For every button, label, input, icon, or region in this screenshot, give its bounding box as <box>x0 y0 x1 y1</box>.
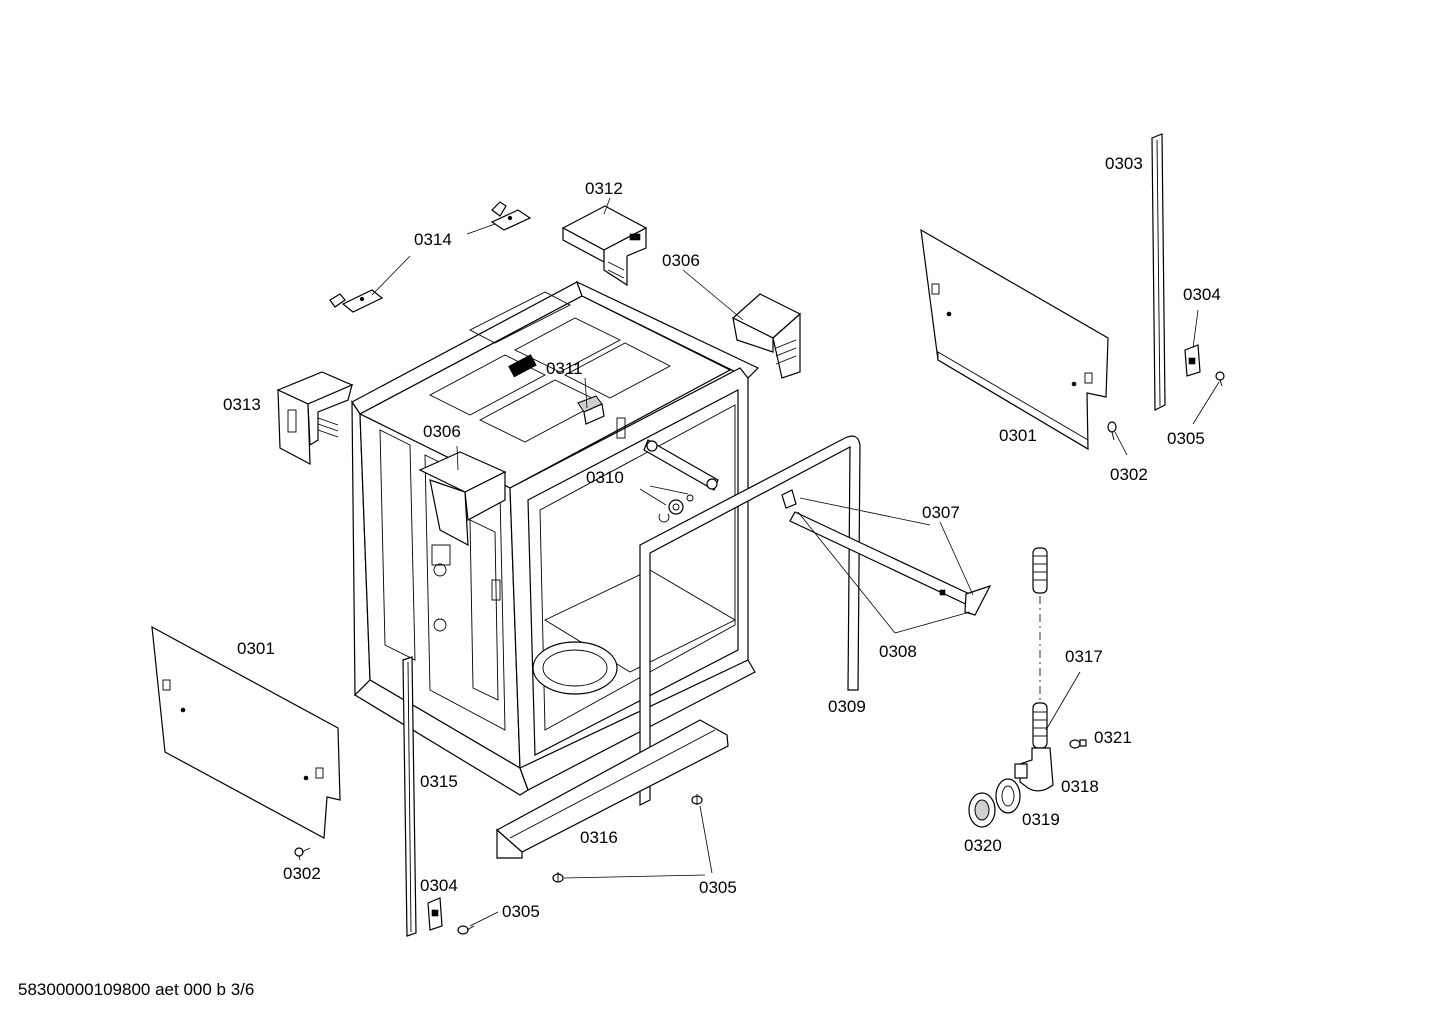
callout-0316: 0316 <box>580 828 618 847</box>
part-0305-screw-right <box>1215 371 1225 387</box>
part-0313-bracket <box>276 371 354 466</box>
callout-0308: 0308 <box>879 642 917 661</box>
part-0320-cap <box>968 792 996 828</box>
callout-0305-bottom: 0305 <box>699 878 737 897</box>
callout-0306-left: 0306 <box>423 422 461 441</box>
part-0304-clip-left <box>427 897 443 931</box>
part-0303-strip <box>1151 133 1166 411</box>
callout-0303: 0303 <box>1105 154 1143 173</box>
callout-0301-right: 0301 <box>999 426 1037 445</box>
leader-lines <box>298 197 1220 927</box>
callout-0311: 0311 <box>546 359 583 378</box>
part-0301-panel-right <box>920 228 1109 451</box>
callout-0318: 0318 <box>1061 777 1099 796</box>
callout-0310: 0310 <box>586 468 624 487</box>
part-0316-base-rail <box>495 719 729 859</box>
callout-0301-left: 0301 <box>237 639 275 658</box>
part-0311-clip <box>577 395 605 425</box>
part-0304-clip-right <box>1184 344 1201 377</box>
callout-0319: 0319 <box>1022 810 1060 829</box>
part-0306-bracket-left <box>418 451 507 566</box>
part-0315-strip <box>402 656 417 937</box>
part-0312-bracket <box>561 205 648 287</box>
part-0317-hose <box>1032 547 1048 749</box>
callout-0317: 0317 <box>1065 647 1103 666</box>
part-0321-screw <box>1069 739 1087 749</box>
part-0314-bracket-lower <box>329 289 384 313</box>
callout-0309: 0309 <box>828 697 866 716</box>
part-0301-panel-left <box>151 625 341 839</box>
callout-0304-right: 0304 <box>1183 285 1221 304</box>
drawing-id-footer: 58300000109800 aet 000 b 3/6 <box>18 980 255 999</box>
part-0318-elbow <box>1014 747 1054 792</box>
part-0302-screw-left <box>294 847 311 857</box>
part-0307-bar <box>781 489 992 616</box>
part-0314-bracket-upper <box>490 201 532 231</box>
callout-0312: 0312 <box>585 179 623 198</box>
part-0310-brace <box>643 439 719 523</box>
callout-0302-right: 0302 <box>1110 465 1148 484</box>
callout-0320: 0320 <box>964 836 1002 855</box>
part-0309-door-seal <box>639 435 861 806</box>
callout-0305-bottom-left: 0305 <box>502 902 540 921</box>
callout-labels: 0312 0314 0306 0311 0313 0306 0310 0307 … <box>223 154 1221 921</box>
callout-0321: 0321 <box>1094 728 1132 747</box>
part-0319-ring <box>995 778 1021 814</box>
callout-0313: 0313 <box>223 395 261 414</box>
part-0305-screw-rail-a <box>552 872 564 883</box>
callout-0305-right: 0305 <box>1167 429 1205 448</box>
callout-0306-right: 0306 <box>662 251 700 270</box>
part-0305-screw-bottom-left <box>457 925 475 935</box>
callout-0307: 0307 <box>922 503 960 522</box>
callout-0302-left: 0302 <box>283 864 321 883</box>
callout-0304-left: 0304 <box>420 876 458 895</box>
callout-0315: 0315 <box>420 772 458 791</box>
part-0306-bracket-right <box>731 293 802 379</box>
part-0305-screw-rail-b <box>691 794 703 805</box>
callout-0314: 0314 <box>414 230 452 249</box>
part-0302-screw-right <box>1107 421 1117 441</box>
